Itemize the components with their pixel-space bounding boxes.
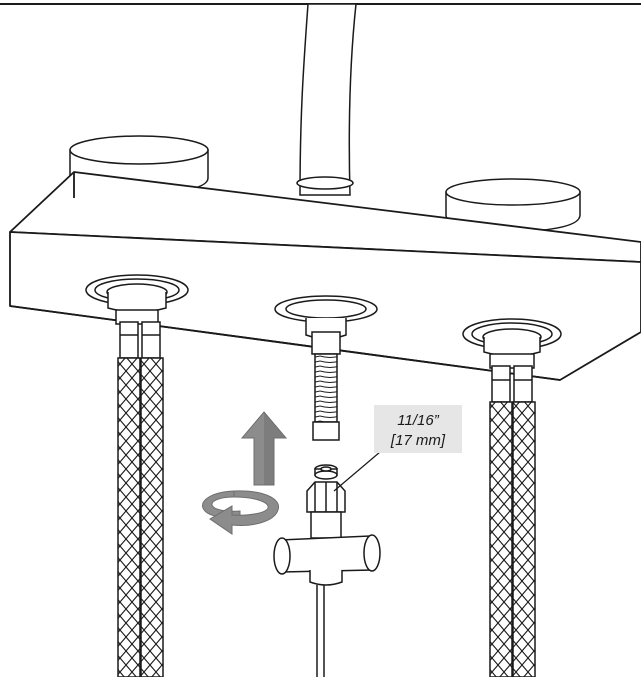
spout-shank	[274, 295, 378, 441]
washer	[314, 464, 338, 480]
left-supply-hoses	[85, 274, 189, 677]
tee-fitting	[273, 481, 381, 677]
callout-leader	[333, 451, 381, 492]
callout-line-1: 11/16”	[397, 412, 439, 429]
callout-line-2: [17 mm]	[390, 432, 446, 449]
wrench-size-callout: 11/16” [17 mm]	[374, 405, 462, 453]
right-supply-hoses	[462, 318, 562, 677]
rotate-clockwise-icon	[202, 490, 279, 535]
arrow-up-icon	[240, 411, 288, 486]
spout-neck	[296, 3, 357, 196]
